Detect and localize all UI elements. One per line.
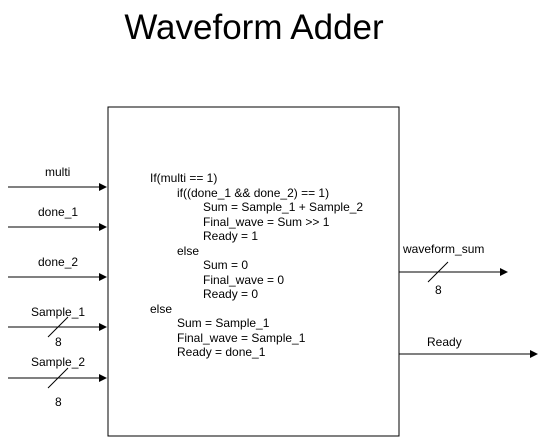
bus-slash-waveform-sum xyxy=(427,261,449,283)
adder-module-box xyxy=(107,106,400,437)
bus-width-waveform-sum: 8 xyxy=(435,283,442,297)
input-label-multi: multi xyxy=(45,165,71,179)
code-line: Final_wave = 0 xyxy=(203,272,285,287)
code-line: Ready = done_1 xyxy=(177,345,266,359)
bus-slash-sample-1 xyxy=(47,316,69,338)
bus-slash-sample-2 xyxy=(47,367,69,389)
bus-width-sample-1: 8 xyxy=(55,335,62,349)
code-line: if((done_1 && done_2) == 1) xyxy=(177,185,330,200)
code-line: Final_wave = Sample_1 xyxy=(177,330,306,345)
input-label-sample-1: Sample_1 xyxy=(31,305,86,319)
diagram-title: Waveform Adder xyxy=(124,8,384,47)
input-label-done-2: done_2 xyxy=(38,255,79,269)
code-line: Ready = 0 xyxy=(203,287,259,301)
output-label-ready: Ready xyxy=(427,335,462,349)
code-line: If(multi == 1) xyxy=(150,171,218,185)
input-label-sample-2: Sample_2 xyxy=(31,355,86,369)
code-line: Ready = 1 xyxy=(203,229,259,243)
code-line: else xyxy=(177,243,200,258)
code-line: Sum = Sample_1 xyxy=(177,316,270,330)
output-label-waveform-sum: waveform_sum xyxy=(403,242,485,256)
input-label-done-1: done_1 xyxy=(38,205,79,219)
code-line: Final_wave = Sum >> 1 xyxy=(203,214,330,229)
code-line: else xyxy=(150,301,173,316)
logic-code-block: If(multi == 1)if((done_1 && done_2) == 1… xyxy=(150,171,363,360)
code-line: Sum = Sample_1 + Sample_2 xyxy=(203,200,364,214)
bus-width-sample-2: 8 xyxy=(55,395,62,409)
code-line: Sum = 0 xyxy=(203,258,249,272)
